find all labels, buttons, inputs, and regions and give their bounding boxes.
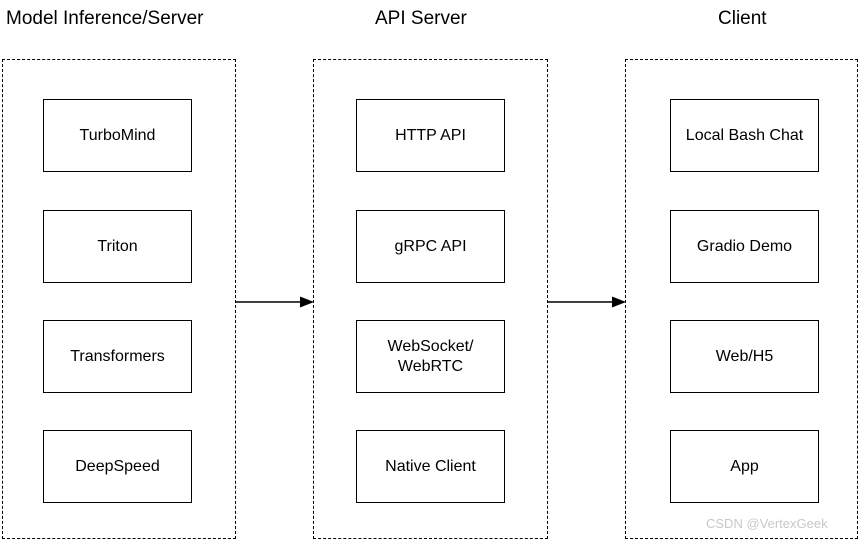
watermark: CSDN @VertexGeek — [706, 516, 828, 531]
node-local-bash-chat[interactable]: Local Bash Chat — [670, 99, 819, 172]
node-grpc-api[interactable]: gRPC API — [356, 210, 505, 283]
node-label: Transformers — [70, 347, 165, 365]
column-title-model-inference-server: Model Inference/Server — [6, 8, 204, 29]
arrow-model-to-api-icon — [236, 296, 314, 308]
node-label: DeepSpeed — [75, 457, 160, 475]
node-app[interactable]: App — [670, 430, 819, 503]
node-label: Gradio Demo — [696, 237, 793, 255]
arrow-api-to-client-icon — [548, 296, 626, 308]
column-title-api-server: API Server — [375, 8, 467, 29]
group-model-inference-server — [2, 59, 236, 539]
node-label: App — [730, 457, 759, 475]
node-websocket-webrtc[interactable]: WebSocket/ WebRTC — [356, 320, 505, 393]
node-native-client[interactable]: Native Client — [356, 430, 505, 503]
node-label: WebSocket/ WebRTC — [387, 337, 474, 375]
node-transformers[interactable]: Transformers — [43, 320, 192, 393]
column-title-client: Client — [718, 8, 767, 29]
node-turbomind[interactable]: TurboMind — [43, 99, 192, 172]
node-label: Local Bash Chat — [685, 126, 804, 144]
node-label: Triton — [97, 237, 138, 255]
node-label: Web/H5 — [715, 347, 774, 365]
node-label: TurboMind — [79, 126, 156, 144]
node-gradio-demo[interactable]: Gradio Demo — [670, 210, 819, 283]
node-label: Native Client — [385, 457, 476, 475]
node-web-h5[interactable]: Web/H5 — [670, 320, 819, 393]
node-triton[interactable]: Triton — [43, 210, 192, 283]
node-label: gRPC API — [394, 237, 467, 255]
node-label: HTTP API — [395, 126, 466, 144]
node-deepspeed[interactable]: DeepSpeed — [43, 430, 192, 503]
node-http-api[interactable]: HTTP API — [356, 99, 505, 172]
